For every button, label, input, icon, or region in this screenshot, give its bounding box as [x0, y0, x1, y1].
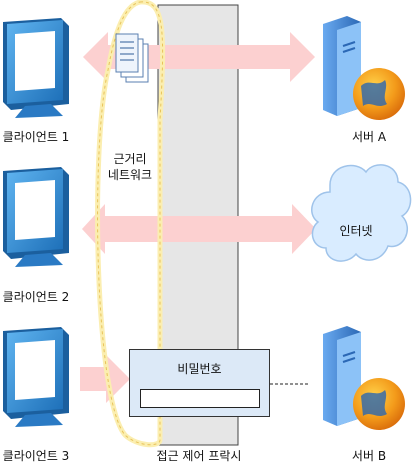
internet-cloud-icon: [311, 164, 412, 262]
client1-label: 클라이언트 1: [2, 130, 70, 144]
client3-label: 클라이언트 3: [2, 449, 70, 463]
connection-arrow-client1-serverA: [83, 32, 315, 82]
server-icon-serverB: [323, 326, 405, 430]
password-input[interactable]: [140, 389, 260, 408]
server-icon-serverA: [323, 16, 405, 120]
password-label: 비밀번호: [177, 362, 222, 376]
serverA-label: 서버 A: [351, 130, 387, 144]
monitor-icon-client3: [3, 327, 69, 427]
monitor-icon-client1: [3, 18, 69, 118]
client2-label: 클라이언트 2: [2, 290, 70, 304]
monitor-icon-client2: [3, 167, 69, 267]
password-panel: 비밀번호: [129, 349, 270, 417]
proxy-label: 접근 제어 프락시: [156, 449, 242, 463]
serverB-label: 서버 B: [351, 449, 387, 463]
internet-label: 인터넷: [339, 224, 373, 238]
connection-arrow-client2-internet: [82, 204, 316, 254]
connection-arrow-client3-proxy: [80, 355, 130, 403]
lan-label-line2: 네트워크: [107, 168, 153, 182]
lan-label-line1: 근거리: [113, 152, 147, 166]
document-icon: [115, 33, 149, 83]
